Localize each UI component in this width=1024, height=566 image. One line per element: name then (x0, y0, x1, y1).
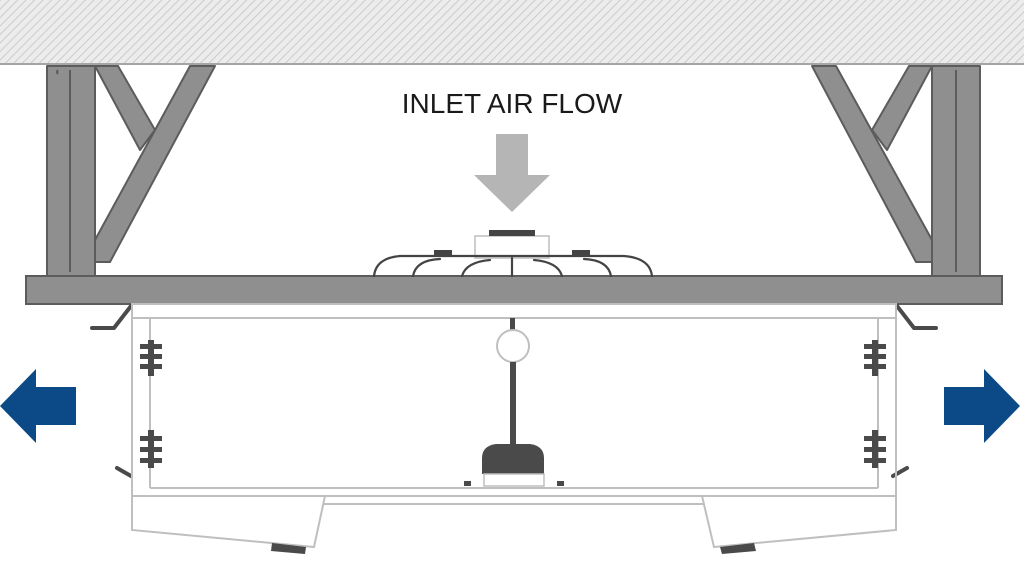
isolator-right-bottom (864, 430, 886, 468)
vibration-isolators (140, 340, 886, 468)
right-support-frame (811, 65, 981, 277)
left-support-frame (46, 65, 216, 277)
fan-intake-grille (372, 230, 654, 278)
arrow-down-icon (474, 134, 550, 212)
inlet-air-flow-label: INLET AIR FLOW (402, 88, 623, 119)
right-diffuser-louver (700, 495, 897, 554)
isolator-left-top (140, 340, 162, 376)
mounting-beam (25, 275, 1003, 305)
arrow-right-icon (944, 369, 1020, 443)
isolator-left-bottom (140, 430, 162, 468)
ceiling-slab (0, 0, 1024, 65)
isolator-right-top (864, 340, 886, 376)
arrow-left-icon (0, 369, 76, 443)
left-diffuser-louver (131, 495, 327, 554)
fan-motor-assembly (464, 318, 564, 487)
